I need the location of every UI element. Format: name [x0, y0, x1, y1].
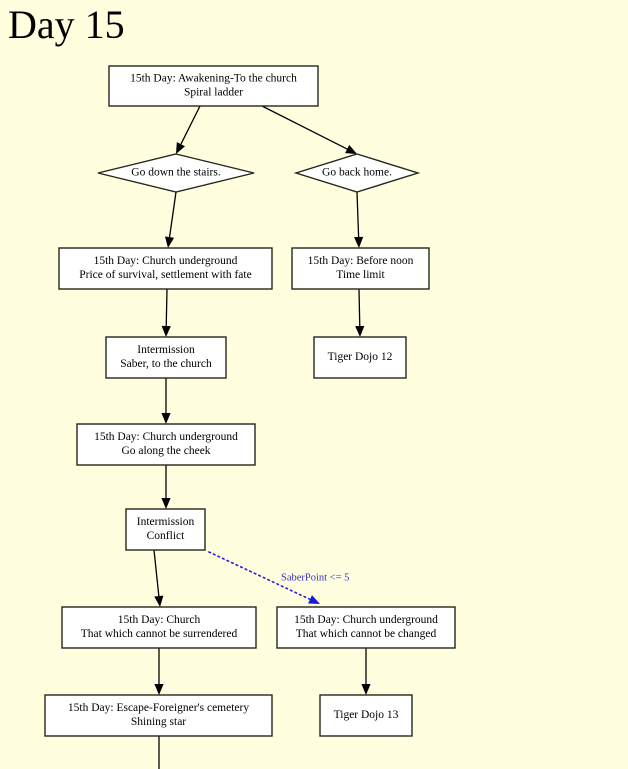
- edge-e3: [168, 191, 177, 238]
- node-label: Price of survival, settlement with fate: [79, 269, 251, 281]
- node-label: 15th Day: Church: [118, 614, 201, 626]
- arrowhead-e11: [154, 684, 164, 695]
- node-label: Shining star: [131, 716, 186, 728]
- node-label: Conflict: [147, 530, 185, 542]
- arrowhead-e2: [345, 144, 357, 154]
- arrowhead-e1: [176, 142, 186, 154]
- node-label: Time limit: [336, 269, 385, 281]
- nodes-layer: 15th Day: Awakening-To the churchSpiral …: [44, 65, 456, 737]
- decision-shape: [293, 153, 421, 193]
- arrowhead-e4: [354, 236, 364, 248]
- edge-e5: [165, 288, 168, 327]
- edges-layer: [153, 105, 371, 769]
- process-shape: [319, 694, 413, 737]
- node-n1[interactable]: 15th Day: Awakening-To the churchSpiral …: [108, 65, 319, 107]
- node-label: Go down the stairs.: [131, 167, 221, 179]
- node-label: 15th Day: Before noon: [308, 255, 414, 267]
- arrowhead-e3: [165, 236, 175, 248]
- process-shape: [313, 336, 407, 379]
- arrowhead-e6: [355, 325, 365, 337]
- node-label: Tiger Dojo 12: [328, 351, 393, 363]
- page-title: Day 15: [8, 2, 125, 47]
- node-label: 15th Day: Church underground: [94, 255, 238, 267]
- arrowhead-e10: [308, 595, 320, 604]
- node-label: 15th Day: Awakening-To the church: [130, 73, 297, 85]
- edge-e2: [261, 105, 348, 150]
- process-shape: [125, 508, 206, 551]
- edge-labels-layer: SaberPoint <= 5: [281, 572, 349, 583]
- arrowhead-e8: [161, 498, 171, 509]
- arrowhead-e12: [361, 684, 371, 695]
- edge-e9: [153, 549, 160, 597]
- edge-e1: [180, 105, 201, 145]
- process-shape: [76, 423, 256, 466]
- edge-e6: [358, 288, 361, 327]
- node-n6[interactable]: 15th Day: Church underground Go along the…: [76, 423, 256, 466]
- node-label: Go along the cheek: [121, 445, 210, 457]
- node-label: 15th Day: Church underground: [294, 614, 438, 626]
- decision-shape: [97, 153, 255, 193]
- node-label: Intermission: [137, 344, 195, 356]
- edge-e4: [356, 191, 360, 238]
- node-label: Saber, to the church: [120, 358, 212, 370]
- arrowhead-e9: [154, 595, 164, 607]
- node-n11[interactable]: Tiger Dojo 13: [319, 694, 413, 737]
- node-label: 15th Day: Escape-Foreigner's cemetery: [68, 702, 249, 714]
- arrowhead-e5: [161, 325, 171, 337]
- process-shape: [58, 247, 273, 290]
- process-shape: [291, 247, 430, 290]
- arrowhead-e7: [161, 413, 171, 424]
- node-label: That which cannot be changed: [296, 628, 437, 640]
- process-shape: [105, 336, 227, 379]
- process-shape: [44, 694, 273, 737]
- edge-e10: [208, 551, 311, 601]
- node-label: Go back home.: [322, 167, 392, 179]
- node-d1[interactable]: Go down the stairs.: [97, 153, 255, 193]
- node-n10[interactable]: 15th Day: Escape-Foreigner's cemeteryShi…: [44, 694, 273, 737]
- node-label: 15th Day: Church underground: [94, 431, 238, 443]
- node-d2[interactable]: Go back home.: [293, 153, 421, 193]
- node-n5[interactable]: Tiger Dojo 12: [313, 336, 407, 379]
- node-label: Spiral ladder: [184, 87, 243, 99]
- process-shape: [276, 606, 456, 649]
- process-shape: [61, 606, 257, 649]
- process-shape: [108, 65, 319, 107]
- node-label: Tiger Dojo 13: [334, 709, 399, 721]
- node-label: Intermission: [137, 516, 195, 528]
- edge-label-e10: SaberPoint <= 5: [281, 572, 349, 583]
- node-label: That which cannot be surrendered: [81, 628, 238, 640]
